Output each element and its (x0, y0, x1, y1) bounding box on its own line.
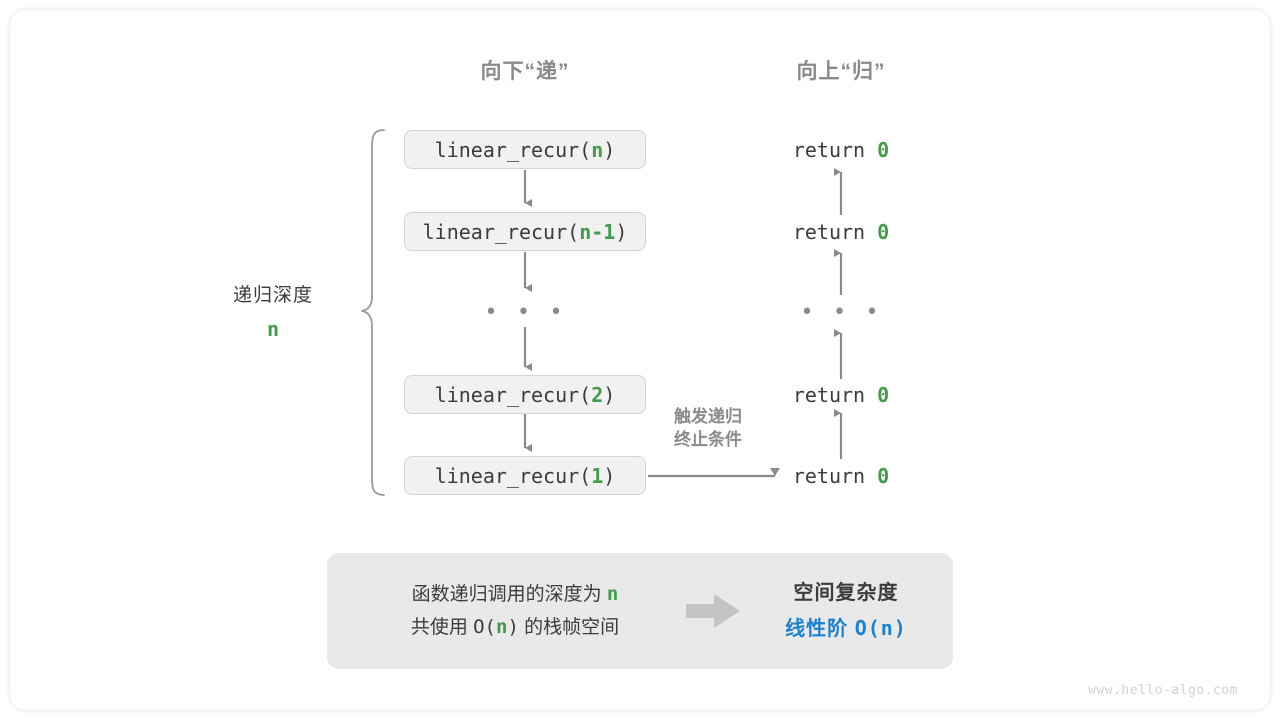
call-ellipsis: • • • (484, 300, 566, 325)
call-box-prefix: linear_recur( (422, 219, 580, 244)
summary-conclusion: 空间复杂度 线性阶 O(n) (749, 578, 953, 645)
summary-line-2-post: 的栈帧空间 (518, 617, 620, 638)
right-arrow-icon (686, 594, 740, 628)
summary-line-1-text: 函数递归调用的深度为 (411, 583, 607, 605)
base-case-note-line2: 终止条件 (674, 429, 742, 449)
recursion-depth-value: n (266, 317, 280, 341)
return-value: 0 (877, 464, 890, 488)
call-box-prefix: linear_recur( (434, 137, 592, 162)
call-box-suffix: ) (603, 137, 616, 162)
base-case-note: 触发递归 终止条件 (674, 406, 742, 452)
recursion-depth-text: 递归深度 (232, 285, 314, 306)
call-box-arg: 2 (591, 382, 604, 407)
return-keyword: return (792, 220, 866, 244)
summary-line-2-open: O( (473, 616, 496, 638)
summary-line-1-var: n (606, 582, 619, 605)
return-statement: return 0 (793, 220, 889, 244)
return-value: 0 (877, 138, 890, 162)
summary-line-2-text: 共使用 (410, 617, 474, 638)
summary-line-2-close: ) (507, 616, 519, 638)
summary-conclusion-value-mono: O(n) (854, 615, 907, 640)
summary-line-1: 函数递归调用的深度为 n (353, 578, 677, 611)
watermark: www.hello-algo.com (1088, 683, 1238, 698)
return-keyword: return (792, 138, 866, 162)
call-box[interactable]: linear_recur(n-1) (404, 212, 646, 251)
call-box-suffix: ) (603, 463, 616, 488)
call-box-suffix: ) (615, 219, 628, 244)
summary-conclusion-value: 线性阶 O(n) (749, 613, 943, 645)
call-box-suffix: ) (603, 382, 616, 407)
return-ellipsis: • • • (800, 300, 882, 325)
call-box[interactable]: linear_recur(2) (404, 375, 646, 414)
call-box-prefix: linear_recur( (434, 382, 592, 407)
summary-conclusion-value-text: 线性阶 (785, 617, 855, 640)
call-box-prefix: linear_recur( (434, 463, 592, 488)
return-statement: return 0 (793, 383, 889, 407)
recursion-depth-label: 递归深度 n (233, 280, 313, 341)
summary-conclusion-title: 空间复杂度 (793, 581, 899, 604)
summary-line-2: 共使用 O(n) 的栈帧空间 (353, 611, 677, 644)
header-ascend: 向上“归” (796, 60, 886, 83)
call-box-arg: n-1 (579, 219, 616, 244)
call-box-arg: 1 (591, 463, 604, 488)
return-value: 0 (877, 383, 890, 407)
summary-arrow-wrap (677, 591, 749, 631)
call-box[interactable]: linear_recur(1) (404, 456, 646, 495)
return-statement: return 0 (793, 138, 889, 162)
return-keyword: return (792, 383, 866, 407)
base-case-note-line1: 触发递归 (674, 407, 742, 426)
summary-panel: 函数递归调用的深度为 n 共使用 O(n) 的栈帧空间 空间复杂度 线性阶 O(… (327, 553, 953, 669)
return-statement: return 0 (793, 464, 889, 488)
return-keyword: return (792, 464, 866, 488)
header-descend: 向下“递” (480, 60, 570, 83)
summary-description: 函数递归调用的深度为 n 共使用 O(n) 的栈帧空间 (327, 578, 677, 645)
call-box[interactable]: linear_recur(n) (404, 130, 646, 169)
call-box-arg: n (591, 137, 604, 162)
summary-line-2-var: n (495, 616, 508, 638)
return-value: 0 (877, 220, 890, 244)
